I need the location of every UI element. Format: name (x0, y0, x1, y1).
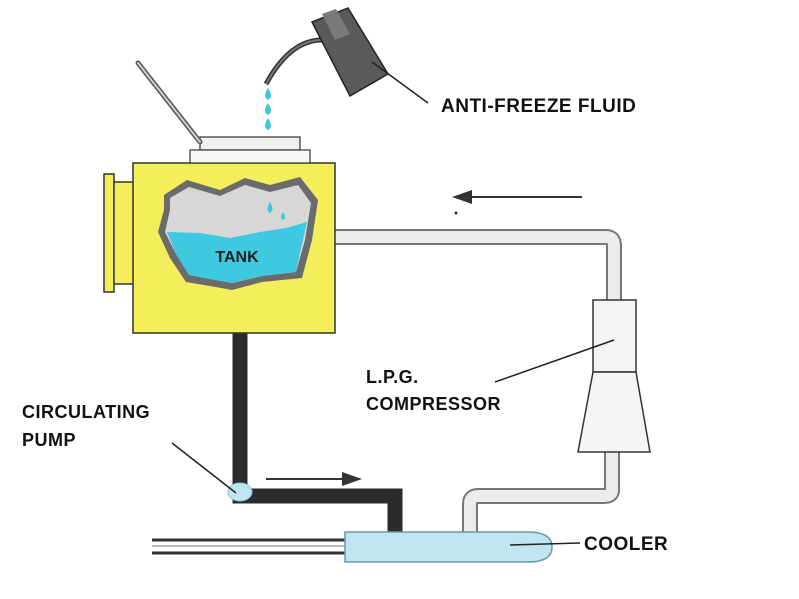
lpg-compressor (577, 299, 651, 453)
grey-feed-pipe (462, 452, 620, 540)
flow-arrow-right (266, 472, 362, 486)
grey-return-pipe (335, 229, 622, 300)
lpg-label-line2: COMPRESSOR (366, 394, 501, 414)
pump-label-line2: PUMP (22, 430, 76, 450)
circulating-pump (227, 482, 253, 502)
antifreeze-can (263, 7, 390, 98)
cooler-label: COOLER (584, 534, 668, 555)
tank-label: TANK (215, 249, 259, 266)
pump-label-line1: CIRCULATING (22, 402, 150, 422)
cooler (344, 531, 553, 563)
flow-arrow-left (452, 190, 582, 215)
tank: TANK (103, 136, 336, 334)
lpg-label-line1: L.P.G. (366, 367, 419, 387)
fluid-drops (265, 88, 285, 220)
cooler-inlet-pipes (152, 538, 345, 555)
black-circulation-pipe (232, 332, 403, 540)
antifreeze-label: ANTI-FREEZE FLUID (441, 96, 636, 117)
leader-lines (171, 61, 615, 546)
